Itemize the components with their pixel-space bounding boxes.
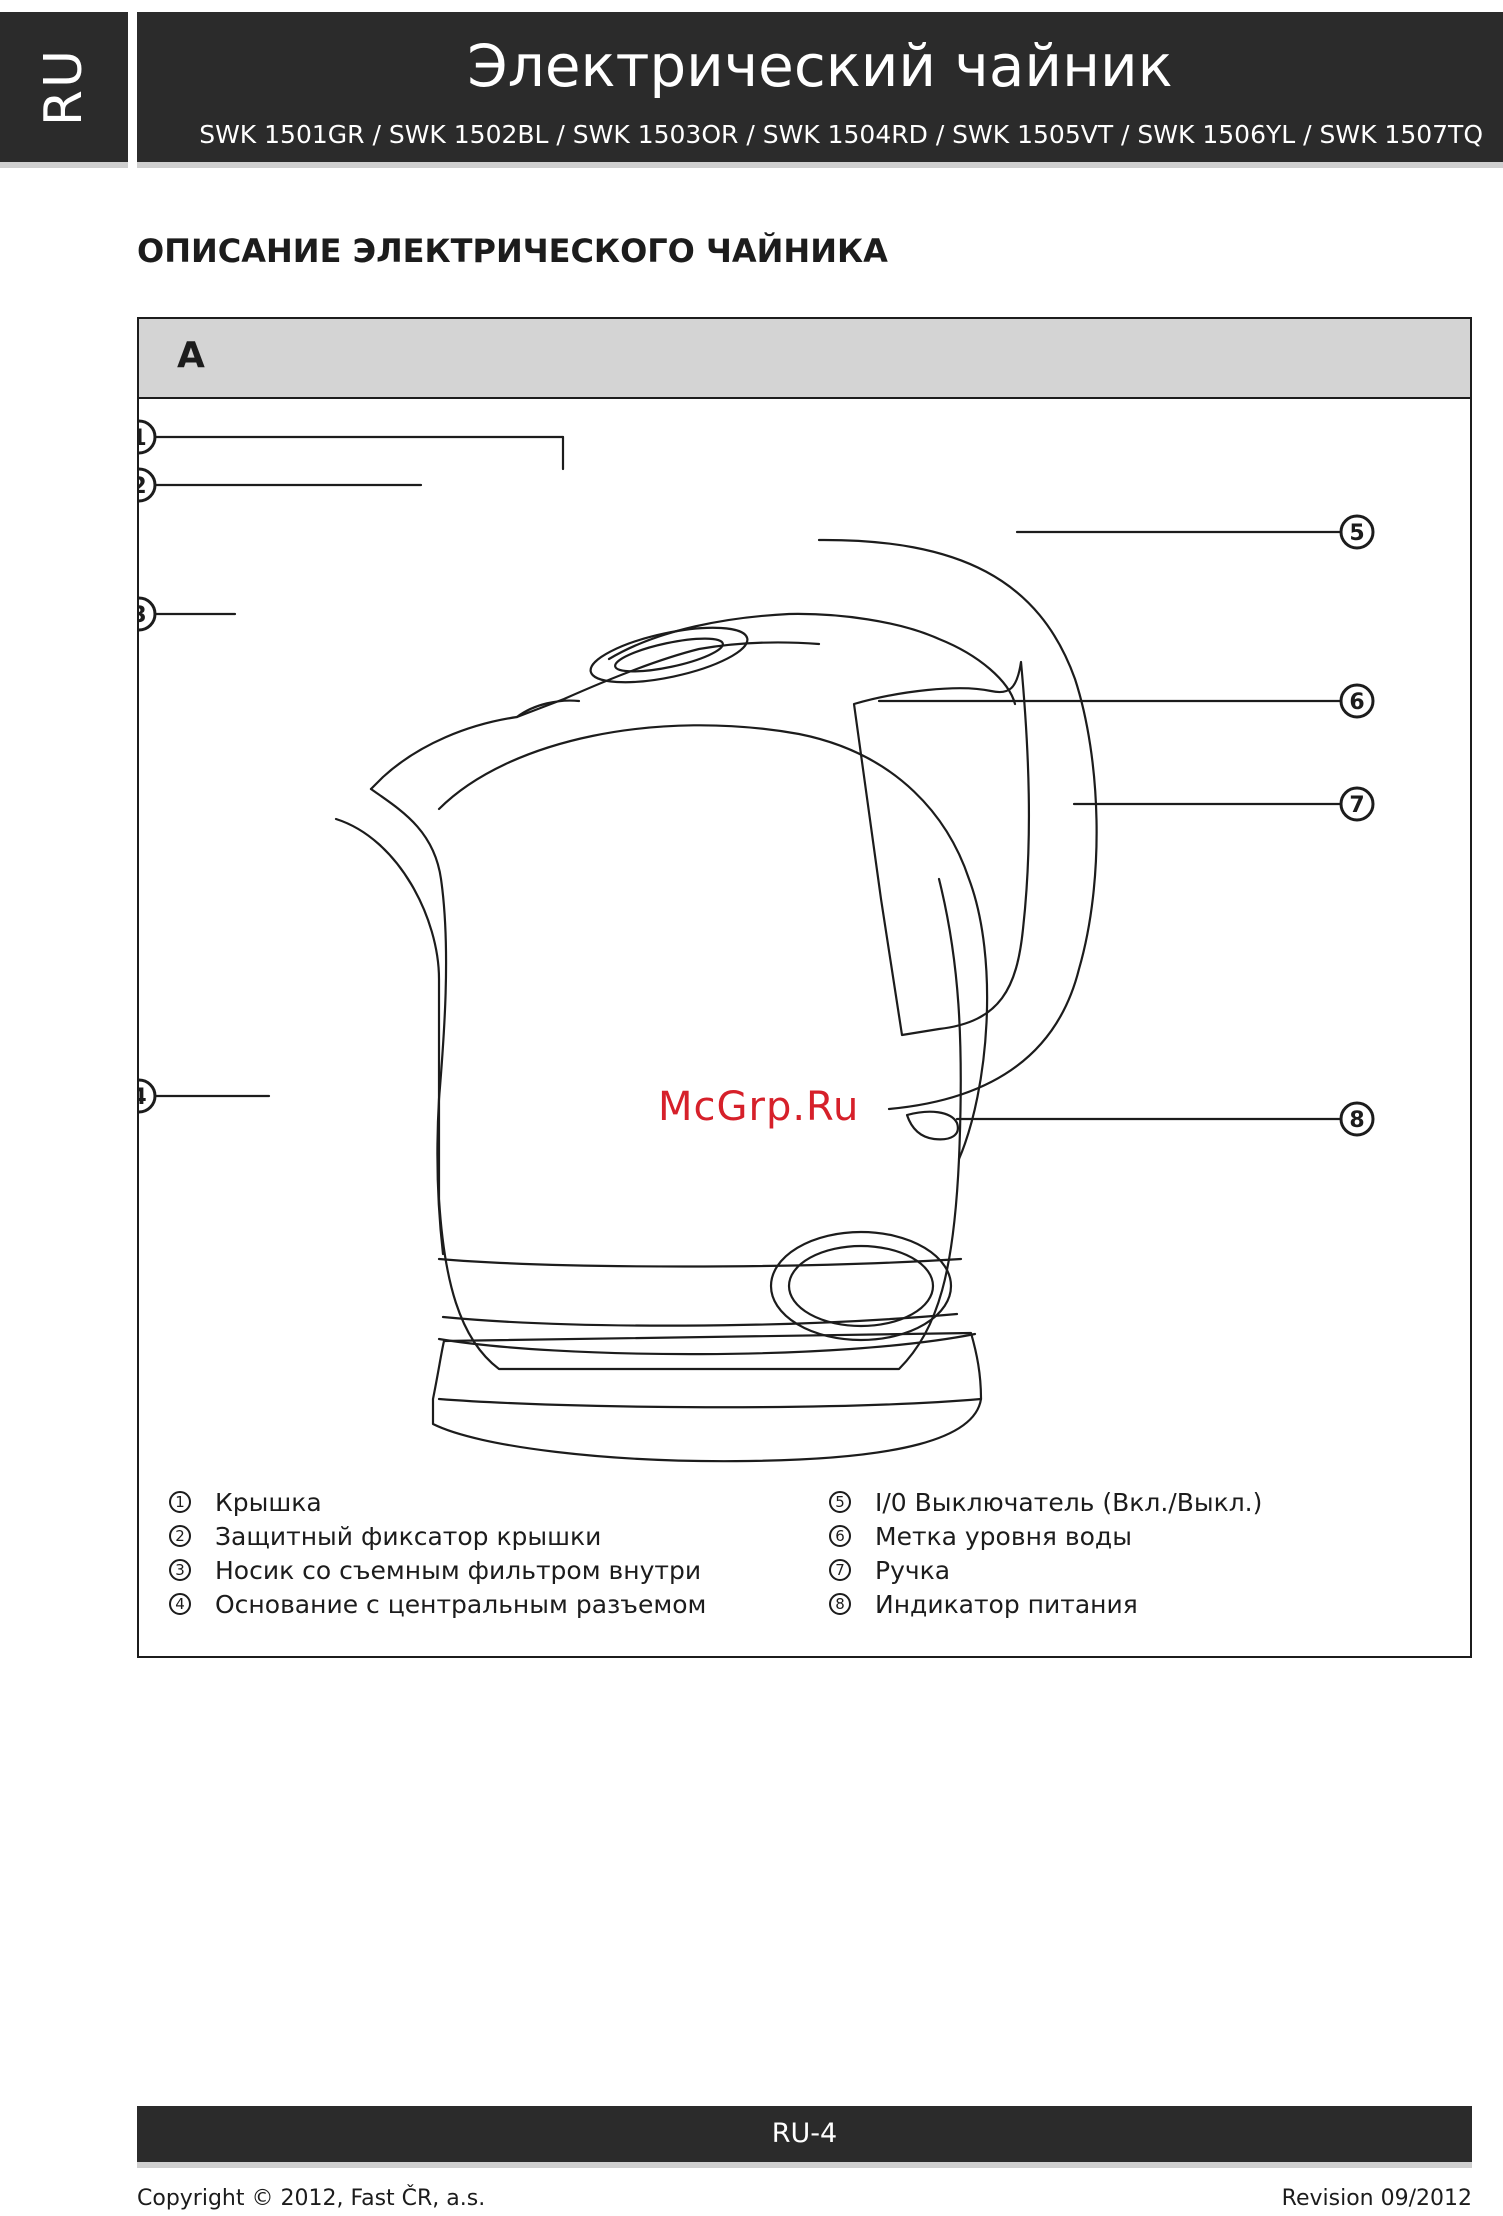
legend-text: Носик со съемным фильтром внутри xyxy=(215,1555,702,1585)
legend-text: I/0 Выключатель (Вкл./Выкл.) xyxy=(875,1487,1263,1517)
legend-text: Ручка xyxy=(875,1555,951,1585)
legend-item: 2 Защитный фиксатор крышки xyxy=(169,1519,706,1553)
watermark: McGrp.Ru xyxy=(658,1084,860,1130)
legend-number: 7 xyxy=(829,1559,851,1581)
legend-text: Метка уровня воды xyxy=(875,1521,1132,1551)
legend-item: 6 Метка уровня воды xyxy=(829,1519,1262,1553)
section-heading: ОПИСАНИЕ ЭЛЕКТРИЧЕСКОГО ЧАЙНИКА xyxy=(137,232,888,270)
callout-markers xyxy=(139,419,1375,1137)
callout-1 xyxy=(139,419,157,455)
legend-item: 5 I/0 Выключатель (Вкл./Выкл.) xyxy=(829,1485,1262,1519)
legend-item: 8 Индикатор питания xyxy=(829,1587,1262,1621)
legend-item: 4 Основание с центральным разъемом xyxy=(169,1587,706,1621)
callout-3 xyxy=(139,596,157,632)
revision-label: Revision 09/2012 xyxy=(1281,2186,1472,2211)
callout-3-label: 3 xyxy=(139,603,147,628)
callout-4-label: 4 xyxy=(139,1085,147,1110)
legend-number: 3 xyxy=(169,1559,191,1581)
header-bar: Электрический чайник SWK 1501GR / SWK 15… xyxy=(137,12,1503,162)
language-tab: RU xyxy=(0,12,128,162)
legend-text: Крышка xyxy=(215,1487,322,1517)
callout-5-label: 5 xyxy=(1349,521,1364,546)
footer-bar: RU-4 xyxy=(137,2106,1472,2162)
callout-2-label: 2 xyxy=(139,474,147,499)
figure-a: A xyxy=(137,317,1472,1658)
callout-5 xyxy=(1339,514,1375,550)
legend-column-right: 5 I/0 Выключатель (Вкл./Выкл.) 6 Метка у… xyxy=(829,1485,1262,1621)
callout-6-label: 6 xyxy=(1349,690,1364,715)
callout-7 xyxy=(1339,786,1375,822)
model-list: SWK 1501GR / SWK 1502BL / SWK 1503OR / S… xyxy=(199,120,1483,149)
legend-number: 5 xyxy=(829,1491,851,1513)
copyright-notice: Copyright © 2012, Fast ČR, a.s. xyxy=(137,2186,486,2211)
callout-7-label: 7 xyxy=(1349,793,1364,818)
callout-8 xyxy=(1339,1101,1375,1137)
kettle-dome xyxy=(437,724,989,1161)
switch-body xyxy=(905,1110,959,1141)
kettle-handle-outer xyxy=(817,538,1098,1111)
callout-4 xyxy=(139,1078,157,1114)
lid-lock-outer xyxy=(589,626,749,684)
kettle-body-outline xyxy=(334,817,962,1371)
legend-item: 7 Ручка xyxy=(829,1553,1262,1587)
kettle-spout xyxy=(369,641,821,791)
callout-8-label: 8 xyxy=(1349,1108,1364,1133)
callout-1-label: 1 xyxy=(139,426,147,451)
legend-number: 8 xyxy=(829,1593,851,1615)
legend-item: 3 Носик со съемным фильтром внутри xyxy=(169,1553,706,1587)
lid-lock-inner xyxy=(614,637,724,673)
kettle-lower-band xyxy=(437,1257,963,1268)
legend-column-left: 1 Крышка 2 Защитный фиксатор крышки 3 Но… xyxy=(169,1485,706,1621)
legend-text: Индикатор питания xyxy=(875,1589,1138,1619)
figure-label: A xyxy=(177,335,205,376)
legend-number: 1 xyxy=(169,1491,191,1513)
legend-text: Основание с центральным разъемом xyxy=(215,1589,707,1619)
kettle-base xyxy=(431,1331,983,1463)
callout-2 xyxy=(139,467,157,503)
power-indicator-inner xyxy=(787,1244,935,1328)
kettle-lid xyxy=(607,612,1017,706)
legend-text: Защитный фиксатор крышки xyxy=(215,1521,602,1551)
language-code: RU xyxy=(34,47,94,127)
page-number: RU-4 xyxy=(771,2118,838,2149)
legend-number: 6 xyxy=(829,1525,851,1547)
legend-item: 1 Крышка xyxy=(169,1485,706,1519)
legend-number: 2 xyxy=(169,1525,191,1547)
kettle-front-profile xyxy=(369,787,448,1256)
document-title: Электрический чайник xyxy=(467,32,1173,100)
callout-6 xyxy=(1339,683,1375,719)
kettle-handle-inner xyxy=(852,660,1031,1037)
power-indicator-outer xyxy=(769,1230,953,1342)
kettle-diagram: 1 2 3 4 5 6 7 8 xyxy=(139,419,1375,1463)
kettle-base-top xyxy=(437,1332,977,1356)
legend-number: 4 xyxy=(169,1593,191,1615)
figure-header: A xyxy=(139,319,1470,399)
